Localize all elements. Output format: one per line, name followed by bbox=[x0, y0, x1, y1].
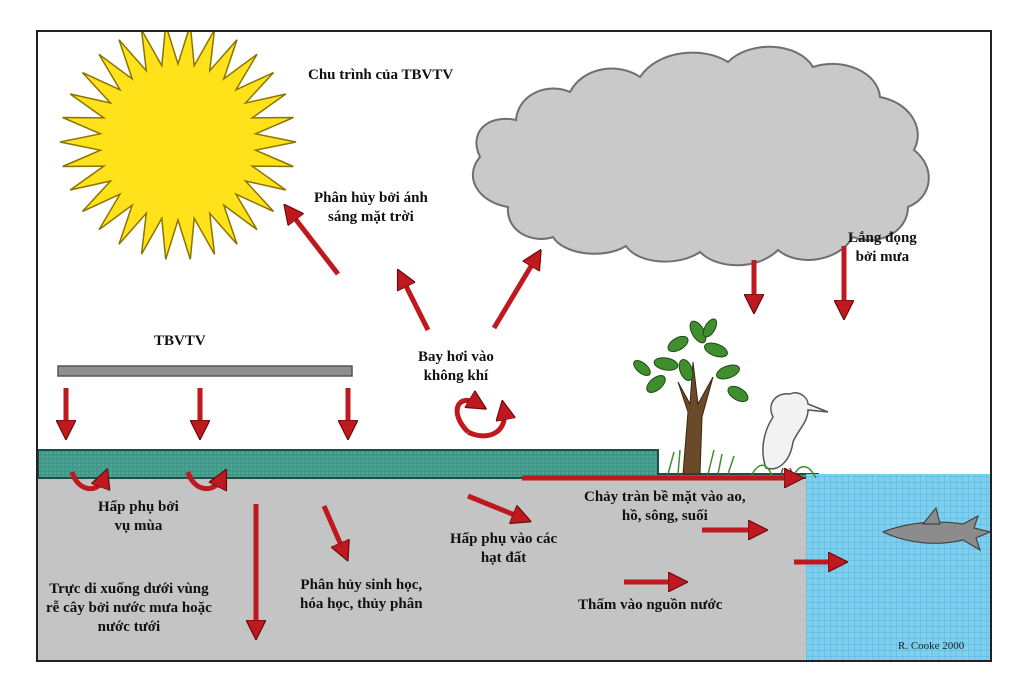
pesticide-sprayer-bar bbox=[57, 365, 353, 377]
degradation-label: Phân hủy sinh học, hóa học, thủy phân bbox=[300, 577, 423, 612]
leaching-label: Trực di xuống dưới vùng rễ cây bởi nước … bbox=[46, 581, 212, 635]
volatilization-label: Bay hơi vào không khí bbox=[418, 349, 494, 384]
photolysis-label: Phân hủy bởi ánh sáng mặt trời bbox=[314, 190, 428, 225]
arrow-adsorption bbox=[467, 493, 522, 518]
arrow-volatilize-loop-2 bbox=[466, 410, 505, 439]
runoff-label: Chảy tràn bề mặt vào ao, hồ, sông, suối bbox=[584, 489, 746, 524]
cloud-icon bbox=[471, 45, 930, 267]
diagram-frame: Chu trình của TBVTV Phân hủy bởi ánh sán… bbox=[36, 30, 992, 662]
arrow-crop-absorb-1 bbox=[69, 472, 104, 491]
arrow-crop-absorb-2 bbox=[185, 472, 222, 489]
tree-icon bbox=[633, 318, 749, 475]
arrow-photolysis bbox=[290, 212, 340, 276]
rain-deposition-label: Lắng đọng bởi mưa bbox=[848, 230, 917, 265]
crop-absorption-label: Hấp phụ bởi vụ mùa bbox=[98, 499, 179, 534]
arrow-volatilize-loop bbox=[454, 400, 478, 434]
arrow-degradation bbox=[321, 505, 344, 552]
water-body bbox=[806, 474, 990, 660]
arrow-volatilize-right bbox=[491, 258, 536, 330]
diagram-title: Chu trình của TBVTV bbox=[308, 67, 454, 83]
diagram-canvas bbox=[38, 32, 990, 660]
shark-icon bbox=[881, 506, 990, 552]
arrow-volatilize-left bbox=[402, 278, 431, 332]
soil-region bbox=[38, 478, 808, 660]
credit-text: R. Cooke 2000 bbox=[898, 640, 965, 652]
groundwater-label: Thấm vào nguồn nước bbox=[578, 597, 723, 613]
pesticide-label: TBVTV bbox=[154, 333, 206, 349]
sun-icon bbox=[59, 32, 297, 260]
heron-icon bbox=[749, 392, 829, 479]
soil-adsorption-label: Hấp phụ vào các hạt đất bbox=[450, 531, 558, 566]
process-arrows bbox=[66, 212, 844, 630]
